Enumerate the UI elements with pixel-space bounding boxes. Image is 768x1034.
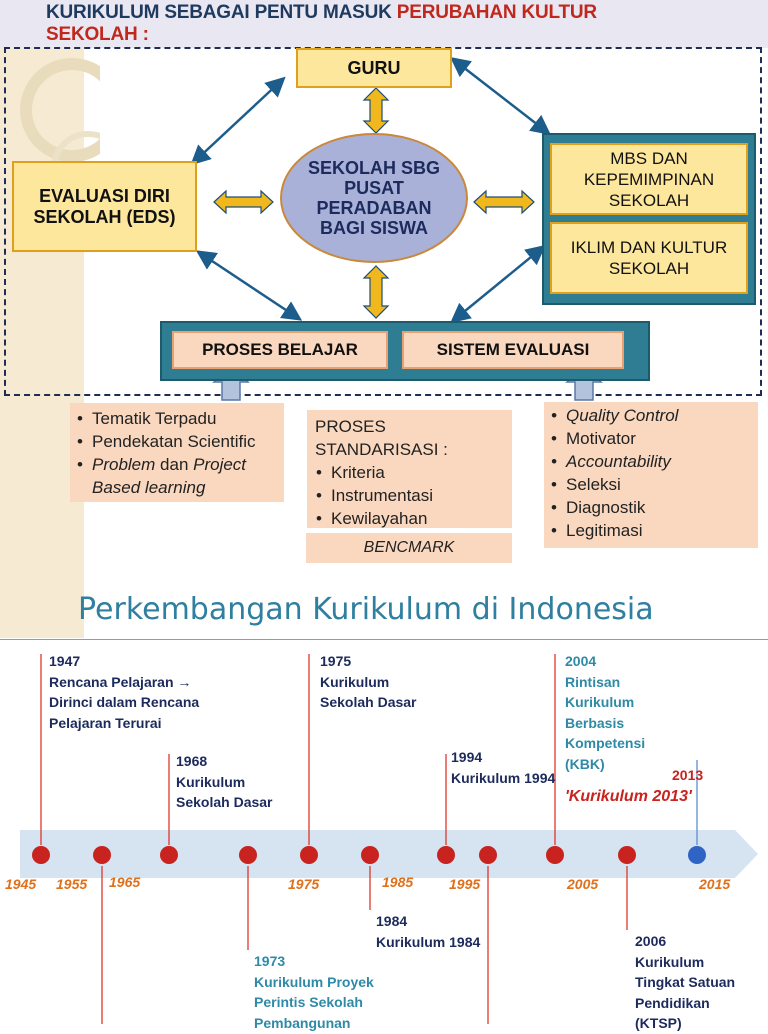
event-line: Tingkat Satuan [635,974,736,990]
year-label: 2015 [699,876,731,892]
right-list-item: Diagnostik [551,496,758,519]
event-1973: 1973 Kurikulum Proyek Perintis Sekolah P… [254,951,374,1033]
event-year: 1994 [451,749,483,765]
benchmark-box: BENCMARK [306,533,512,563]
dot-2013 [688,846,706,864]
event-line: Pendidikan [635,994,710,1011]
dot-1950 [93,846,111,864]
eds-box: EVALUASI DIRI SEKOLAH (EDS) [12,161,197,252]
year-label: 1955 [56,876,88,892]
timeline-heading: Perkembangan Kurikulum di Indonesia [78,592,654,627]
event-line: (KTSP) [635,1015,682,1031]
dot-1947 [32,846,50,864]
event-line: Perintis Sekolah [254,994,363,1010]
event-line: Rencana Pelajaran → [49,673,192,690]
right-list-item: Seleksi [551,473,758,496]
dan-text: dan [155,455,194,474]
header-band [0,0,768,48]
event-line: Kurikulum [320,673,390,690]
event-line: Kurikulum 1984 [376,933,481,950]
event-1994: 1994 Kurikulum 1994 [451,747,555,788]
center-label: SEKOLAH SBG PUSAT PERADABAN BAGI SISWA [307,158,440,238]
event-1947: 1947 Rencana Pelajaran → Dirinci dalam R… [49,651,199,733]
right-list-item: Motivator [551,427,758,450]
event-2004: 2004 Rintisan Kurikulum Berbasis Kompete… [565,651,645,774]
proses-belajar-box: PROSES BELAJAR [172,331,388,369]
mbs-label: MBS DAN KEPEMIMPINAN SEKOLAH [583,148,715,210]
event-line: Dirinci dalam Rencana [49,694,200,710]
event-line: Pelajaran Terurai [49,714,162,731]
event-year: 1984 [376,913,408,929]
left-list-box: Tematik Terpadu Pendekatan Scientific Pr… [70,403,284,502]
eds-label: EVALUASI DIRI SEKOLAH (EDS) [33,185,176,227]
dot-1999 [479,846,497,864]
dot-1968 [160,846,178,864]
standardisasi-box: PROSES STANDARISASI : Kriteria Instrumen… [307,410,512,530]
heading-rule [0,639,768,640]
event-line: Berbasis [565,714,625,731]
left-list-item: Tematik Terpadu [77,407,284,430]
event-line: Pembangunan [254,1014,351,1031]
standard-item: Kewilayahan [316,507,512,530]
project-based-text: Project Based learning [92,455,247,497]
iklim-box: IKLIM DAN KULTUR SEKOLAH [550,222,748,294]
iklim-label: IKLIM DAN KULTUR SEKOLAH [570,238,728,278]
dot-2004 [546,846,564,864]
right-list-item: Legitimasi [551,519,758,542]
problem-text: Problem [92,455,156,474]
standard-item: Kriteria [316,461,512,484]
dot-1975 [300,846,318,864]
event-line: Sekolah Dasar [320,694,417,710]
guru-box: GURU [296,48,452,88]
event-year: 1973 [254,953,286,969]
event-line: Kompetensi [565,735,646,751]
center-ellipse: SEKOLAH SBG PUSAT PERADABAN BAGI SISWA [280,133,468,263]
event-line: Kurikulum [635,953,705,970]
event-line: Kurikulum Proyek [254,973,374,990]
year-label: 1975 [288,876,320,892]
page-title: KURIKULUM SEBAGAI PENTU MASUK PERUBAHAN … [46,2,766,46]
sistem-evaluasi-box: SISTEM EVALUASI [402,331,624,369]
right-list-box: Quality Control Motivator Accountability… [544,402,758,548]
event-year: 1968 [176,753,208,769]
event-1984: 1984 Kurikulum 1984 [376,911,480,952]
title-part-1: KURIKULUM SEBAGAI PENTU MASUK [46,2,397,23]
event-1975: 1975 Kurikulum Sekolah Dasar [320,651,417,713]
year-label: 1945 [5,876,37,892]
event-line: Kurikulum [565,694,635,710]
year-label: 1995 [449,876,481,892]
left-list-item: Pendekatan Scientific [77,430,284,453]
timeline-graphic [20,654,758,1024]
right-list-item: Quality Control [551,404,758,427]
left-list-item: Problem dan Project Based learning [77,453,284,499]
dot-1984 [361,846,379,864]
dot-1973 [239,846,257,864]
event-year: 1947 [49,653,81,669]
event-year: 2006 [635,933,667,949]
year-label: 1985 [382,874,414,890]
event-line: Sekolah Dasar [176,794,273,810]
event-year: 1975 [320,653,352,669]
year-label: 1965 [109,874,141,890]
standardisasi-title: PROSES STANDARISASI : [315,417,448,459]
event-line: Kurikulum 1994 [451,769,556,786]
dot-1994 [437,846,455,864]
event-2013-year: 2013 [672,767,704,783]
event-line: Kurikulum [176,773,246,790]
event-2006: 2006 Kurikulum Tingkat Satuan Pendidikan… [635,931,735,1034]
title-part-3: SEKOLAH : [46,24,149,45]
event-1968: 1968 Kurikulum Sekolah Dasar [176,751,273,813]
dot-2006 [618,846,636,864]
event-2013-label: 'Kurikulum 2013' [565,788,692,805]
mbs-box: MBS DAN KEPEMIMPINAN SEKOLAH [550,143,748,215]
year-label: 2005 [567,876,599,892]
standard-item: Instrumentasi [316,484,512,507]
event-year: 2004 [565,653,597,669]
event-line: (KBK) [565,755,605,772]
right-list-item: Accountability [551,450,758,473]
title-part-2: PERUBAHAN KULTUR [396,2,597,23]
event-line: Rintisan [565,673,621,690]
diagram-arrows [190,56,603,401]
